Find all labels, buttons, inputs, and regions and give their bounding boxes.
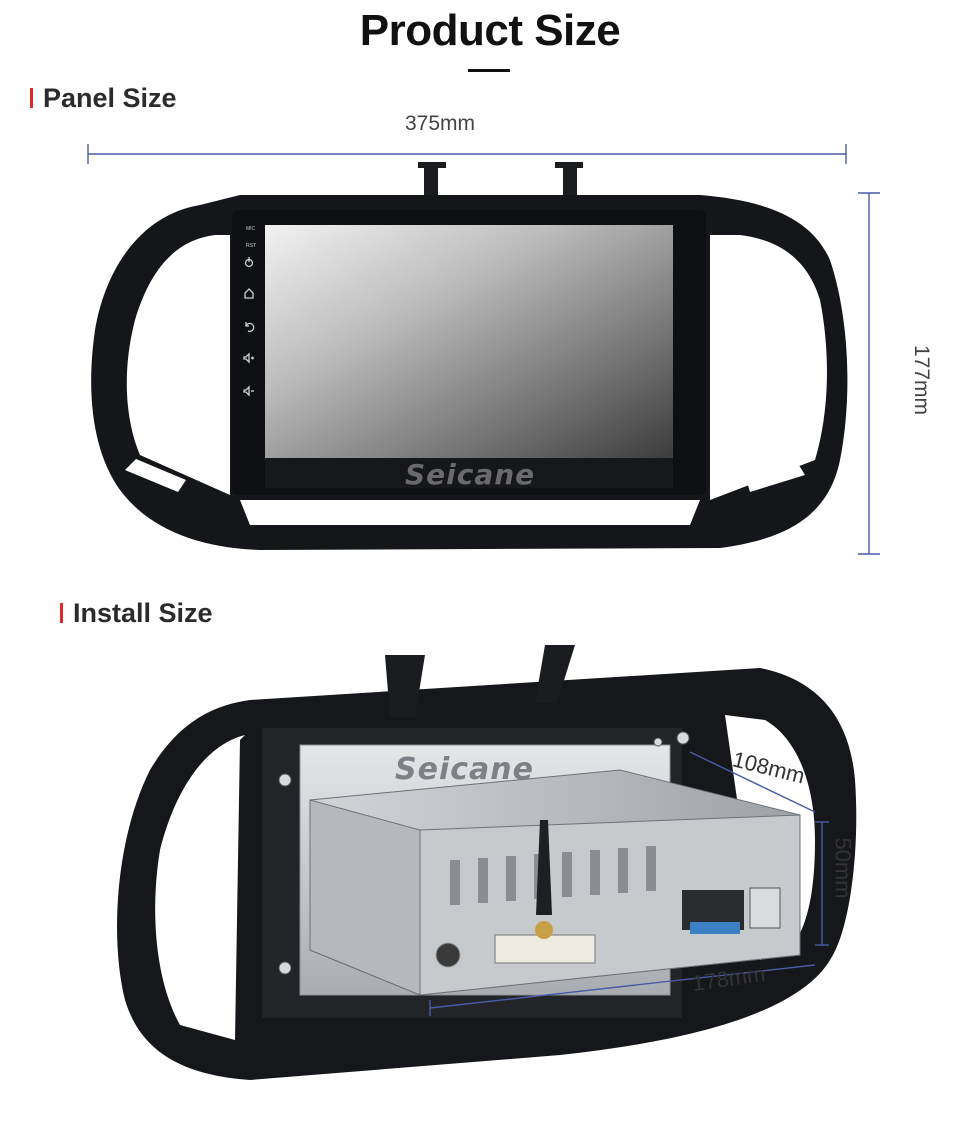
page-title: Product Size [359, 6, 621, 55]
side-button-column: MIC RST [243, 226, 256, 397]
antenna-port [435, 942, 461, 968]
power-icon [244, 257, 254, 268]
mic-label: MIC [246, 226, 256, 232]
install-size-heading: Install Size [60, 598, 213, 629]
blue-connector [690, 922, 740, 934]
home-icon [244, 288, 254, 299]
gps-antenna [536, 820, 552, 915]
screen-brand-logo: Seicane [405, 458, 536, 491]
back-icon [245, 322, 255, 333]
panel-width-label: 375mm [405, 112, 476, 135]
unit-chassis [278, 731, 801, 996]
height-dimension-line [858, 192, 880, 555]
rst-label: RST [246, 243, 256, 249]
volume-down-icon [243, 385, 254, 397]
width-dimension-line [87, 144, 847, 164]
install-dimension-lines [429, 751, 829, 1016]
panel-size-heading: Panel Size [30, 83, 177, 114]
panel-size-label: Panel Size [43, 83, 177, 113]
head-unit [232, 210, 706, 495]
mounting-tabs [418, 162, 583, 198]
install-size-label: Install Size [73, 598, 213, 628]
gold-connector [535, 921, 553, 939]
usb-ports [749, 887, 781, 929]
install-height-label: 50mm [830, 837, 856, 899]
accent-bar [30, 88, 33, 108]
panel-height-label: 177mm [910, 344, 934, 416]
display-screen [265, 225, 673, 458]
chassis-brand-logo: Seicane [395, 752, 534, 787]
volume-up-icon [243, 352, 254, 364]
harness-connector [494, 934, 596, 964]
title-underline [468, 69, 510, 72]
accent-bar [60, 603, 63, 623]
